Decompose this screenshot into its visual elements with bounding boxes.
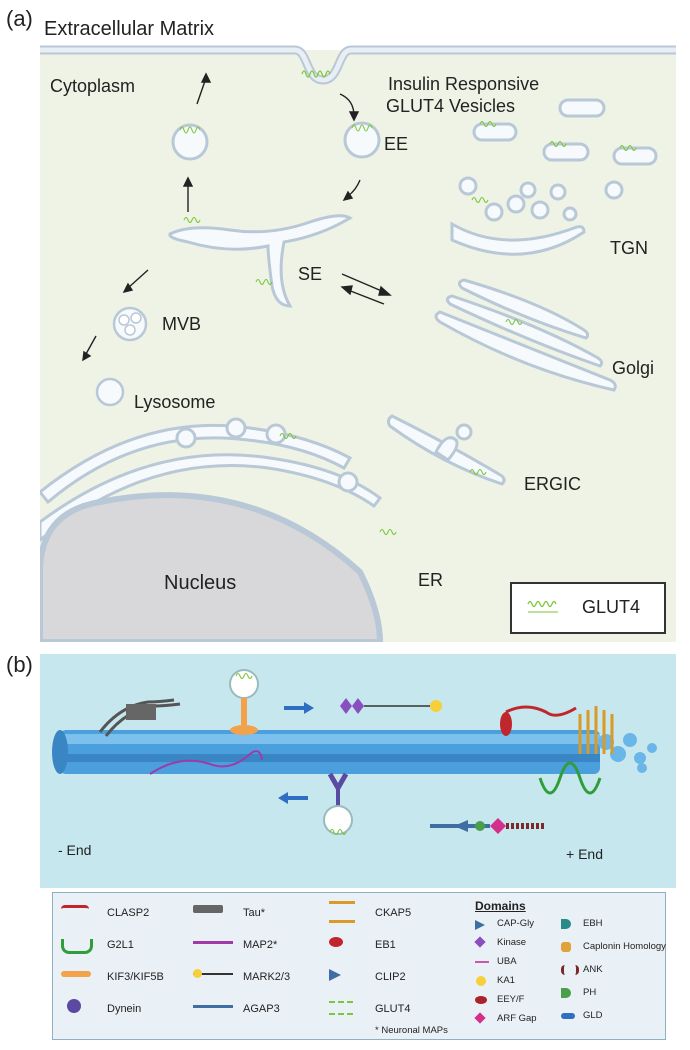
domain-label-kinase: Kinase xyxy=(497,937,527,948)
domain-label-eeyf: EEY/F xyxy=(497,994,525,1005)
mark-protein xyxy=(340,698,442,714)
clip2-icon xyxy=(329,969,341,981)
ergic-label: ERGIC xyxy=(524,474,582,494)
panel-a-label: (a) xyxy=(6,6,33,31)
lysosome xyxy=(95,377,125,407)
lysosome-label: Lysosome xyxy=(134,392,216,412)
ph-icon xyxy=(561,988,571,998)
ckap5-protein xyxy=(578,706,614,754)
domain-label-ank: ANK xyxy=(583,964,603,975)
uba-icon xyxy=(475,961,489,963)
glut4-at-membrane xyxy=(301,70,331,78)
legend-label-tau: Tau* xyxy=(243,907,266,919)
tau-icon xyxy=(193,905,223,913)
eeyf-icon xyxy=(475,996,487,1004)
nucleus xyxy=(40,492,384,642)
domain-label-gld: GLD xyxy=(583,1010,603,1021)
cap-gly-icon xyxy=(475,920,485,930)
domain-label-ebh: EBH xyxy=(583,918,603,929)
minus-direction-arrow xyxy=(278,792,308,804)
tau-protein xyxy=(98,698,181,737)
clasp2-icon xyxy=(61,905,89,916)
insulin-responsive-vesicles xyxy=(472,98,658,166)
vesicle-up xyxy=(171,123,209,161)
map2-protein xyxy=(149,750,263,775)
mark-icon xyxy=(193,973,233,975)
mvb-label: MVB xyxy=(162,314,202,334)
nucleus-label: Nucleus xyxy=(164,572,237,594)
tgn-label: TGN xyxy=(610,238,648,258)
cytoplasm-label: Cytoplasm xyxy=(50,76,136,96)
mark-dot-icon xyxy=(193,969,202,978)
calponin-icon xyxy=(561,942,571,952)
legend-label-clasp2: CLASP2 xyxy=(107,907,150,919)
gld-icon xyxy=(561,1013,575,1019)
legend-label-clip2: CLIP2 xyxy=(375,971,406,983)
golgi-stack xyxy=(434,278,617,392)
eb1-icon xyxy=(329,937,343,947)
g2l1-icon xyxy=(61,939,93,954)
legend-label-eb1: EB1 xyxy=(375,939,396,951)
kinase-icon xyxy=(474,936,486,948)
legend-label-map2: MAP2* xyxy=(243,939,278,951)
dynein-icon xyxy=(67,999,81,1013)
minus-end-label: - End xyxy=(58,842,92,858)
panel-a-illustration xyxy=(40,12,676,642)
er-label: ER xyxy=(418,570,444,590)
dynein-with-vesicle xyxy=(323,772,353,836)
multivesicular-body xyxy=(112,306,148,342)
extracellular-matrix-label: Extracellular Matrix xyxy=(44,18,215,40)
trafficking-arrows xyxy=(82,72,392,362)
endoplasmic-reticulum xyxy=(40,417,383,542)
domain-label-uba: UBA xyxy=(497,956,517,967)
domain-label-arf-gap: ARF Gap xyxy=(497,1013,537,1024)
panel-b-label: (b) xyxy=(6,652,33,677)
map2-icon xyxy=(193,941,233,944)
legend-label-mark: MARK2/3 xyxy=(243,971,291,983)
sorting-endosome xyxy=(168,214,353,308)
domains-title: Domains xyxy=(475,899,526,913)
glut4-legend-box: GLUT4 xyxy=(510,582,666,634)
neuronal-maps-note: * Neuronal MAPs xyxy=(375,1025,448,1036)
ka1-icon xyxy=(476,976,486,986)
legend-label-agap3: AGAP3 xyxy=(243,1003,280,1015)
early-endosome xyxy=(343,121,381,159)
domain-label-cap-gly: CAP-Gly xyxy=(497,918,534,929)
glut4-vesicles-label: GLUT4 Vesicles xyxy=(386,96,516,116)
glut4-icon xyxy=(329,1001,353,1015)
trans-golgi-network xyxy=(450,176,624,256)
kinesin-icon xyxy=(61,971,91,977)
panel-b-illustration xyxy=(40,654,676,888)
g2l1-protein xyxy=(538,761,602,795)
ergic xyxy=(386,414,506,486)
plus-direction-arrow xyxy=(284,702,314,714)
domain-label-ka1: KA1 xyxy=(497,975,515,986)
ee-label: EE xyxy=(384,134,409,154)
microtubule xyxy=(52,730,657,774)
kinesin-with-vesicle xyxy=(229,669,259,735)
se-label: SE xyxy=(298,264,323,284)
golgi-label: Golgi xyxy=(612,358,655,378)
agap3-icon xyxy=(193,1005,233,1008)
extracellular-region xyxy=(40,12,676,50)
legend-label-kinesin: KIF3/KIF5B xyxy=(107,971,164,983)
domain-label-ph: PH xyxy=(583,987,597,998)
panel-b-legend: CLASP2 G2L1 KIF3/KIF5B Dynein Tau* MAP2*… xyxy=(52,892,666,1040)
glut4-legend-label: GLUT4 xyxy=(582,597,641,617)
glut4-legend-icon xyxy=(527,600,558,613)
legend-label-g2l1: G2L1 xyxy=(107,939,134,951)
ank-icon xyxy=(561,965,579,975)
ckap5-icon xyxy=(329,901,355,923)
domain-label-calponin: Caplonin Homology xyxy=(583,941,666,952)
insulin-responsive-label: Insulin Responsive xyxy=(388,74,540,94)
legend-label-ckap5: CKAP5 xyxy=(375,907,412,919)
legend-label-glut4: GLUT4 xyxy=(375,1003,411,1015)
plus-end-label: + End xyxy=(566,846,603,862)
clip2-agap3-complex xyxy=(430,818,546,834)
ebh-icon xyxy=(561,919,571,929)
clasp2-protein xyxy=(500,705,577,736)
arf-gap-icon xyxy=(474,1012,486,1024)
legend-label-dynein: Dynein xyxy=(107,1003,142,1015)
